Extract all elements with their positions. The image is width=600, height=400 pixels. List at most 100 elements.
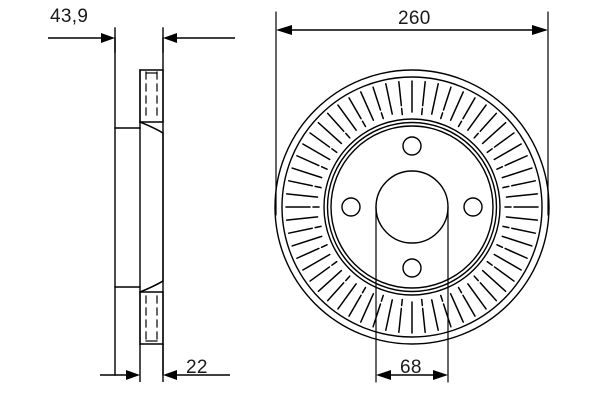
vent-slot	[493, 266, 515, 282]
vent-slot-stub	[314, 225, 322, 229]
vent-slot-stub	[502, 185, 510, 189]
arrowhead-left	[163, 33, 177, 43]
vent-slot	[481, 121, 507, 145]
vent-slot	[348, 97, 362, 120]
hub-plate-inner	[330, 125, 494, 289]
vent-slot	[479, 112, 498, 132]
bolt-hole-right	[463, 197, 483, 217]
vent-slot	[505, 193, 539, 198]
vent-slot	[442, 303, 452, 328]
arrowhead-22-right	[126, 370, 140, 380]
vent-slot-stub	[380, 294, 385, 302]
vent-slot	[302, 143, 331, 161]
vent-slot	[296, 155, 320, 167]
vent-slot-stub	[473, 132, 479, 139]
vent-slot	[501, 235, 533, 247]
vent-slot	[317, 121, 343, 145]
vent-slot	[309, 266, 331, 282]
vent-slot	[481, 269, 507, 293]
arrowhead-68-left	[376, 370, 391, 380]
vent-slot-stub	[420, 298, 424, 307]
dimension-260	[276, 25, 548, 35]
vent-slot	[337, 104, 357, 131]
dimension-label-overall-thickness: 43,9	[50, 6, 89, 27]
vent-slot-stub	[457, 120, 463, 128]
arrowhead-right	[101, 33, 115, 43]
vent-slot	[493, 253, 522, 271]
arrowhead-68-right	[433, 370, 448, 380]
dimension-43-9	[48, 33, 235, 43]
vent-slot	[479, 282, 498, 302]
vent-slot	[302, 253, 331, 271]
vent-slot	[385, 299, 393, 331]
vent-slot-stub	[400, 298, 404, 307]
vent-slot-stub	[486, 260, 493, 266]
vent-slot	[296, 247, 320, 259]
vent-slot	[505, 216, 539, 221]
disc-outer-edge	[274, 69, 550, 345]
hub-plate-outer	[323, 118, 501, 296]
vent-slot	[467, 104, 487, 131]
dimension-label-outer-diameter: 260	[398, 8, 431, 29]
vent-slot-stub	[345, 132, 351, 139]
front-face-view	[274, 11, 550, 383]
vent-slot	[467, 283, 487, 310]
vent-slot	[511, 227, 536, 234]
arrowhead-260-right	[532, 25, 548, 35]
vent-slot	[511, 180, 536, 187]
vent-slot	[462, 97, 476, 120]
arrowhead-22-left	[163, 370, 177, 380]
vent-slot	[398, 80, 403, 107]
vent-slot-stub	[457, 286, 463, 294]
vent-slot	[288, 227, 313, 234]
vent-slot	[398, 307, 403, 334]
vent-slot-stub	[400, 107, 404, 116]
vent-slot-stub	[314, 185, 322, 189]
hub-cylinder	[114, 69, 141, 345]
vent-slot	[442, 86, 452, 111]
vent-slot	[504, 247, 528, 259]
arrowhead-260-left	[276, 25, 292, 35]
vent-slot	[504, 155, 528, 167]
vent-slot	[372, 303, 382, 328]
vent-slot	[291, 167, 323, 179]
vent-slot	[431, 299, 439, 331]
vent-slot-stub	[361, 120, 367, 128]
disc-outer-edge-inner	[281, 76, 543, 338]
vent-slot-stub	[345, 275, 351, 282]
dimension-label-disc-thickness: 22	[186, 357, 208, 378]
vent-slot-stub	[380, 112, 385, 120]
vent-slot-stub	[439, 294, 444, 302]
vent-slot-ring	[285, 80, 539, 334]
vent-slot-stub	[473, 275, 479, 282]
center-bore	[375, 170, 449, 244]
disc-body-profile	[139, 121, 164, 293]
vent-slot-stub	[331, 148, 338, 154]
vent-slot	[385, 83, 393, 115]
vent-slot	[285, 193, 319, 198]
vent-slot	[360, 293, 375, 323]
dimension-label-center-bore: 68	[400, 357, 422, 378]
vent-slot	[421, 307, 426, 334]
vent-slot-stub	[320, 244, 328, 249]
vent-slot	[285, 216, 319, 221]
vent-slot	[326, 282, 345, 302]
bolt-hole-left	[341, 197, 361, 217]
vent-slot	[493, 143, 522, 161]
vent-slot	[348, 294, 362, 317]
vent-slot	[501, 167, 533, 179]
vent-slot	[291, 235, 323, 247]
vent-slot-stub	[502, 225, 510, 229]
bolt-hole-bottom	[402, 258, 422, 278]
vent-slot	[449, 91, 464, 121]
vent-slot	[326, 112, 345, 132]
vent-slot	[449, 293, 464, 323]
vent-slot-stub	[439, 112, 444, 120]
vent-slot-stub	[331, 260, 338, 266]
vent-slot	[288, 180, 313, 187]
vent-slot	[462, 294, 476, 317]
dimension-68	[376, 370, 448, 380]
hub-plate-outer-2	[326, 121, 498, 293]
